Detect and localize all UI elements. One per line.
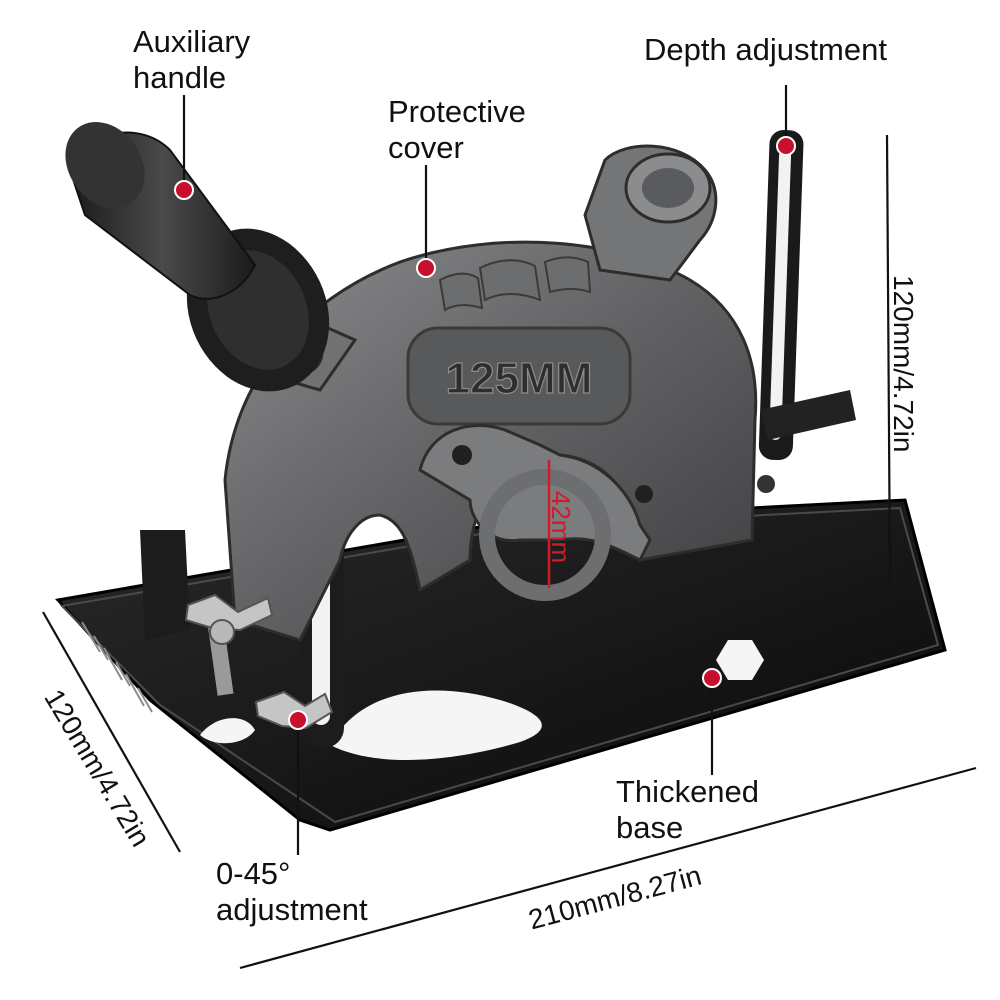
depth-adjustment-bar xyxy=(757,130,856,493)
label-protective-cover: Protective cover xyxy=(388,94,526,165)
marker-base xyxy=(702,668,722,688)
dimension-bore: 42mm xyxy=(546,490,576,564)
size-plate xyxy=(406,326,632,426)
label-depth-adjustment: Depth adjustment xyxy=(644,32,887,67)
callout-markers xyxy=(174,136,796,730)
marker-depth xyxy=(776,136,796,156)
marker-cover xyxy=(416,258,436,278)
dimension-height: 120mm/4.72in xyxy=(888,275,919,453)
auxiliary-handle xyxy=(65,122,358,392)
wing-nut-upper xyxy=(184,593,274,696)
angle-scale xyxy=(81,621,153,713)
leader-lines xyxy=(42,85,977,970)
wing-nut-lower xyxy=(254,690,334,730)
marker-handle xyxy=(174,180,194,200)
marker-angle xyxy=(288,710,308,730)
guard-size-marking: 125MM xyxy=(446,354,593,403)
base-plate xyxy=(55,498,947,832)
label-auxiliary-handle: Auxiliary handle xyxy=(133,24,251,95)
label-angle-adjustment: 0-45° adjustment xyxy=(216,856,368,927)
protective-cover: 125MM xyxy=(223,144,758,642)
label-thickened-base: Thickened base xyxy=(616,774,760,845)
